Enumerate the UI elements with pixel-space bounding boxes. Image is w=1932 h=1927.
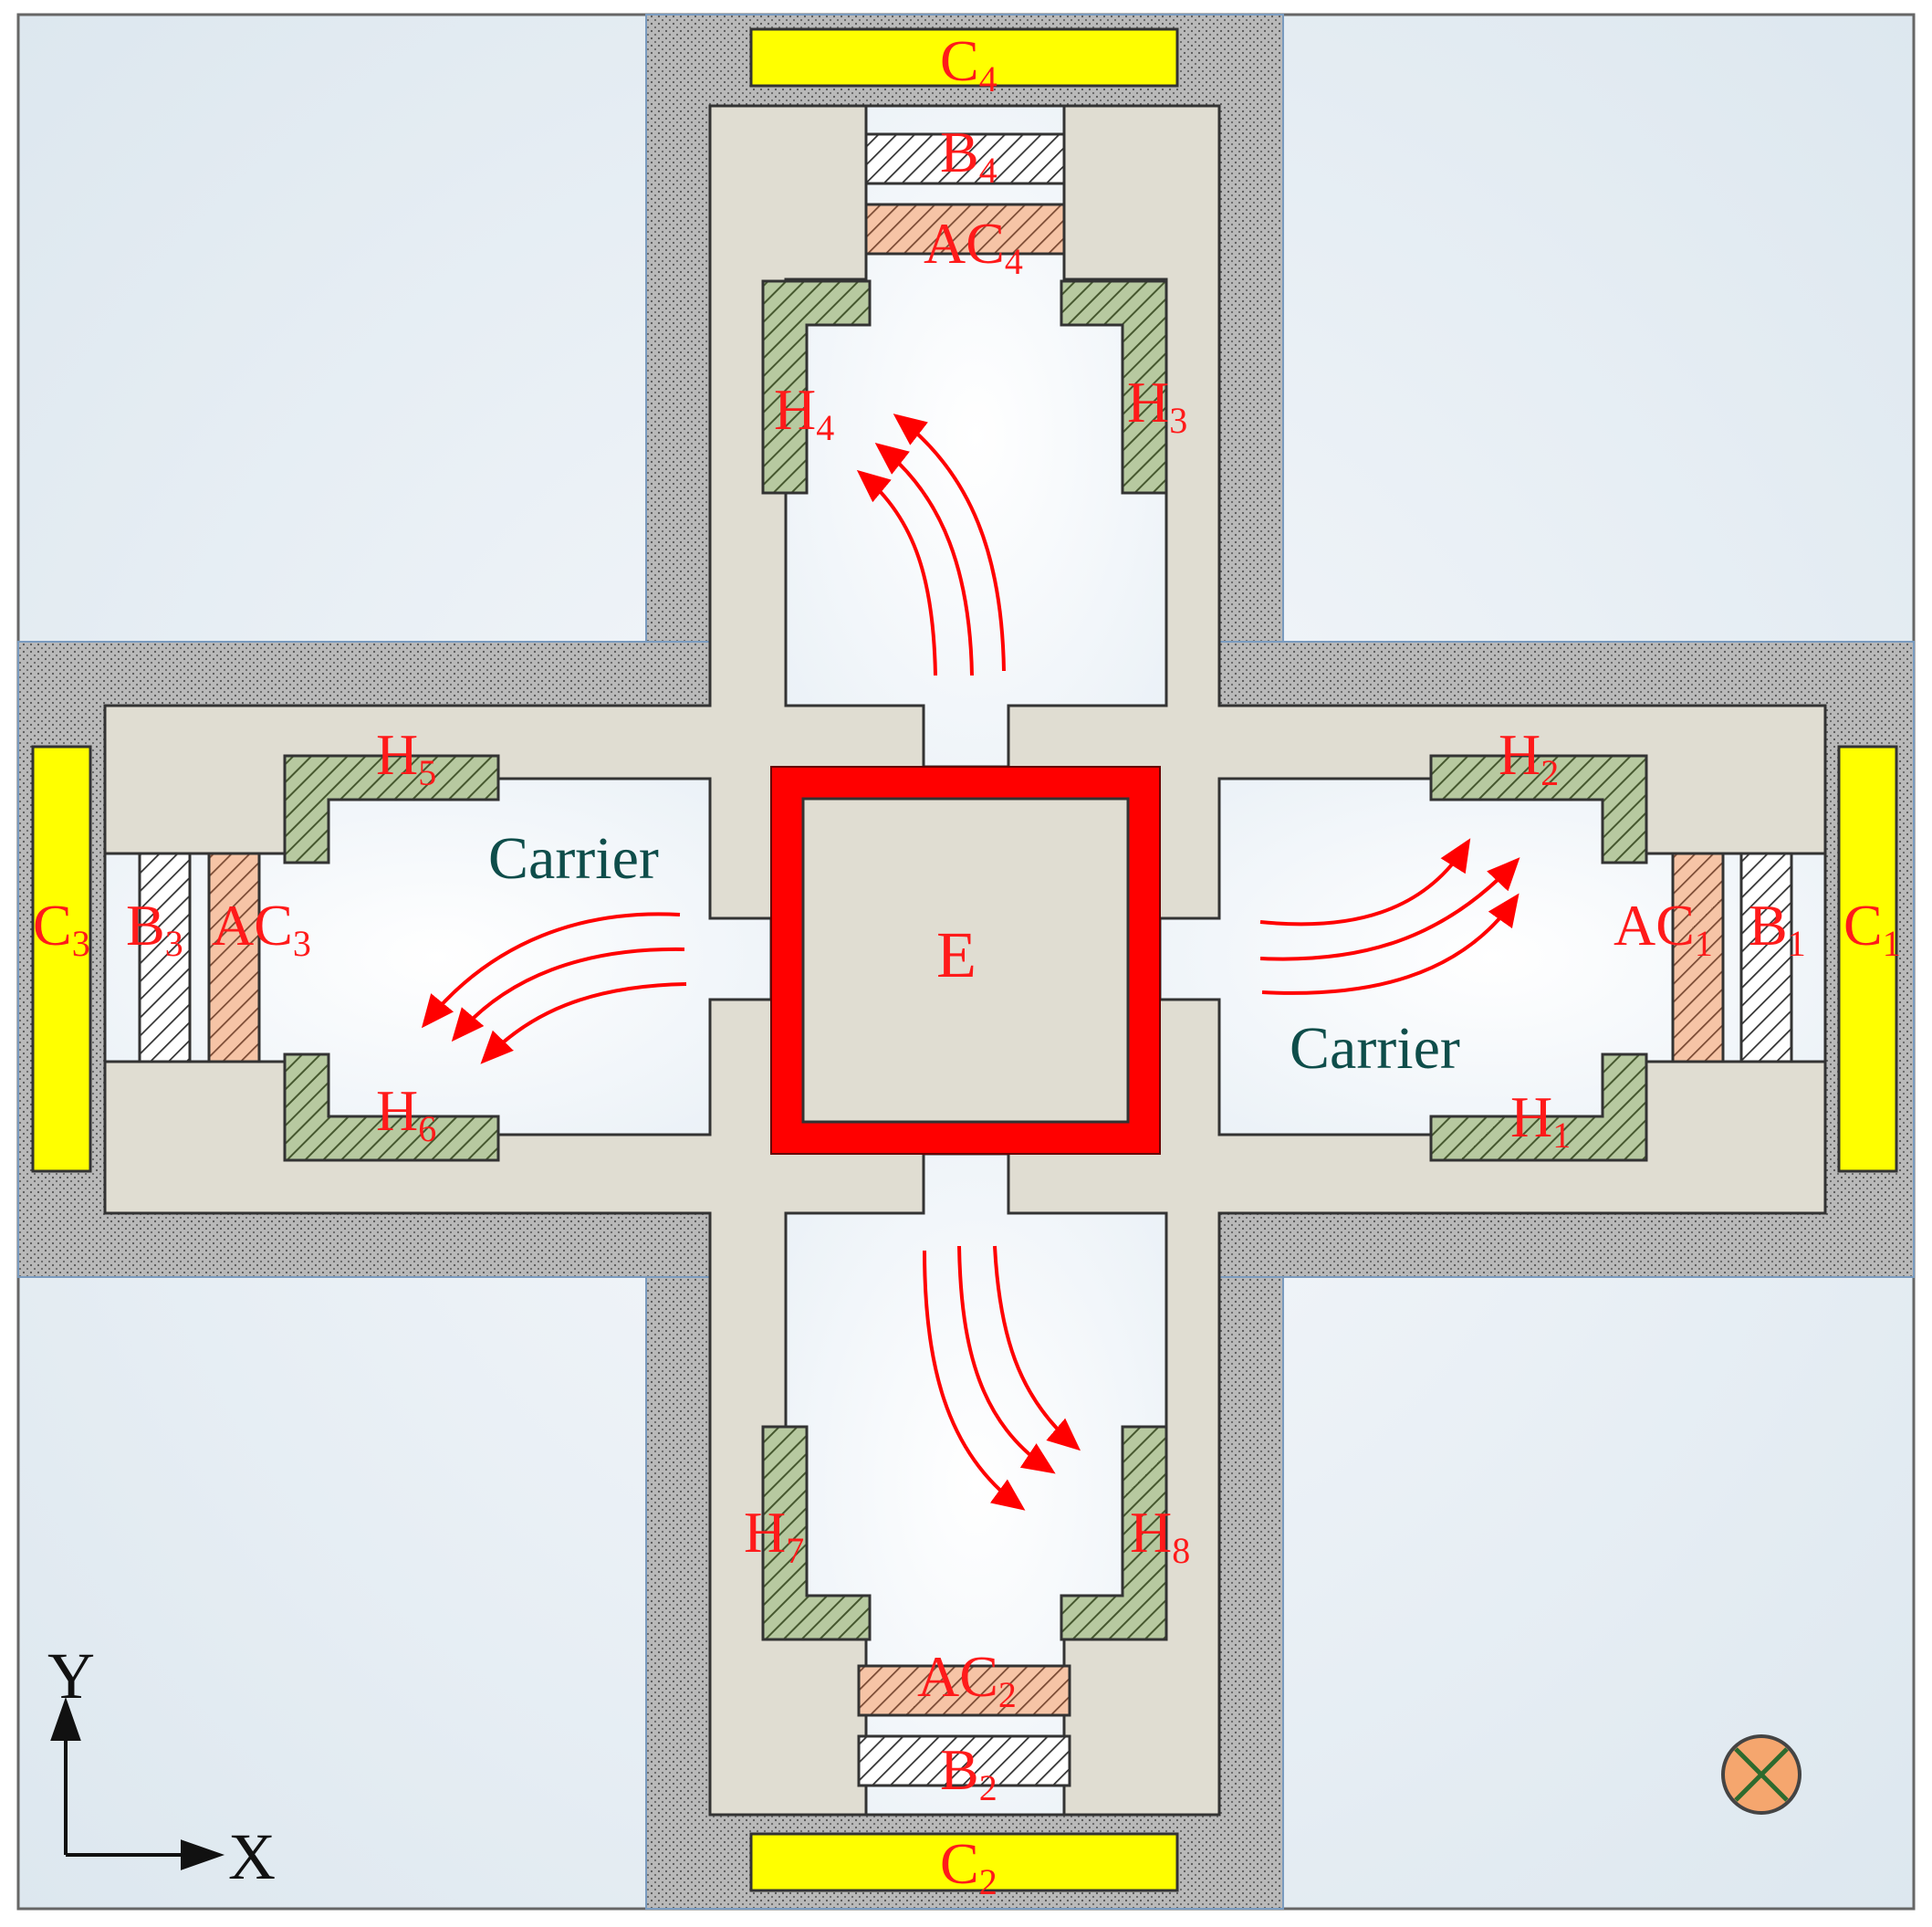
emitter: E [770, 766, 1161, 1155]
barriers [138, 132, 1793, 1787]
carrier-label-left: Carrier [488, 825, 659, 892]
hall-h3 [1060, 279, 1168, 495]
arrow-down-3 [993, 1245, 1081, 1451]
label-b3: B3 [126, 893, 183, 964]
hall-h1 [1429, 1053, 1648, 1162]
hall-h5 [283, 754, 500, 864]
label-h7: H7 [744, 1500, 804, 1571]
ac-layers [207, 203, 1725, 1717]
label-c2: C2 [940, 1831, 997, 1902]
barrier-b4 [864, 132, 1066, 185]
label-h8: H8 [1130, 1500, 1190, 1571]
label-ac1: AC1 [1613, 893, 1713, 964]
hall-h7 [761, 1425, 872, 1641]
barrier-b1 [1739, 852, 1793, 1063]
label-h2: H2 [1499, 722, 1559, 793]
contact-c2 [749, 1832, 1179, 1892]
axis-y-label: Y [47, 1639, 95, 1712]
ac-layer-3 [207, 852, 261, 1063]
label-ac3: AC3 [212, 893, 311, 964]
channel-right [1158, 777, 1827, 1136]
hall-h4 [761, 279, 872, 495]
label-b4: B4 [940, 120, 997, 191]
label-h1: H1 [1510, 1084, 1571, 1156]
contacts [31, 27, 1898, 1892]
channel-bottom [784, 1152, 1168, 1817]
carrier-arrows [421, 414, 1520, 1511]
hall-h6 [283, 1053, 500, 1162]
component-labels: C4 C2 C3 C1 B4 B2 B3 B1 AC4 AC2 AC3 AC1 … [33, 28, 1901, 1902]
arrow-left-3 [480, 982, 687, 1064]
barrier-b3 [138, 852, 192, 1063]
label-b2: B2 [940, 1737, 997, 1808]
label-h4: H4 [774, 377, 834, 448]
barrier-b2 [857, 1734, 1071, 1787]
arrow-right-3 [1261, 893, 1519, 995]
arrow-down-1 [923, 1250, 1026, 1511]
contact-c1 [1837, 745, 1898, 1173]
label-c3: C3 [33, 893, 90, 964]
label-ac4: AC4 [924, 211, 1023, 282]
arrow-up-3 [893, 414, 1006, 672]
arrow-up-1 [856, 469, 937, 676]
hall-h2 [1429, 754, 1648, 864]
arrow-left-2 [451, 947, 685, 1042]
label-h5: H5 [376, 722, 436, 793]
contact-c4 [749, 27, 1179, 88]
ac-layer-1 [1671, 852, 1725, 1063]
xy-axis-icon [50, 1696, 225, 1870]
arrow-right-1 [1259, 838, 1471, 927]
label-ac2: AC2 [917, 1644, 1017, 1715]
hall-sensors [283, 279, 1648, 1641]
hall-h8 [1060, 1425, 1168, 1641]
arrow-down-2 [957, 1245, 1056, 1474]
label-c1: C1 [1843, 893, 1901, 964]
carrier-label-right: Carrier [1290, 1015, 1460, 1082]
ac-layer-2 [857, 1664, 1071, 1717]
label-h6: H6 [376, 1078, 436, 1149]
arrow-up-2 [874, 443, 974, 676]
label-b1: B1 [1749, 893, 1806, 964]
channels [103, 104, 1827, 1817]
ac-layer-4 [864, 203, 1066, 256]
contact-c3 [31, 745, 92, 1173]
arrow-right-2 [1259, 857, 1520, 961]
axis-x-label: X [228, 1820, 276, 1893]
label-c4: C4 [940, 28, 997, 99]
emitter-label: E [936, 918, 976, 991]
arrow-left-1 [421, 912, 681, 1029]
circled-x-icon [1721, 1734, 1801, 1815]
label-h3: H3 [1127, 370, 1187, 441]
